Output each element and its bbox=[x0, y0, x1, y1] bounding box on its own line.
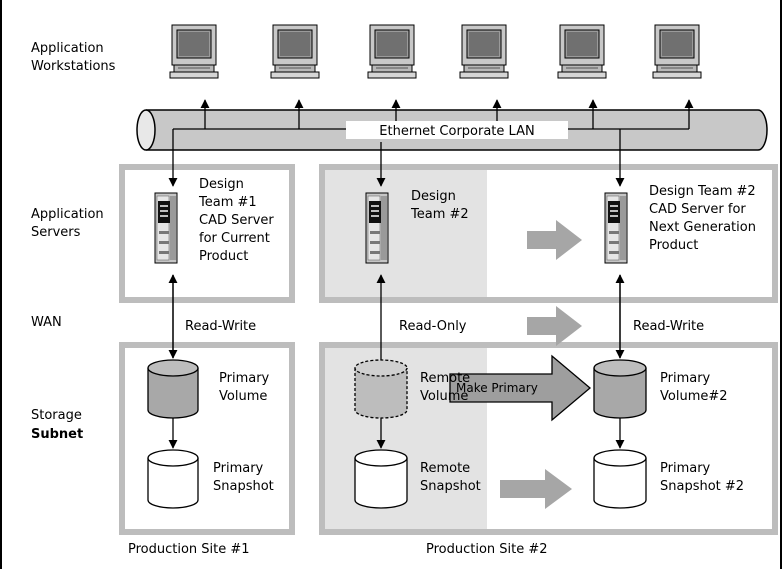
server-tower-icon bbox=[365, 192, 389, 264]
row-label-workstations: Application Workstations bbox=[31, 41, 116, 74]
site2-remote-volume-icon bbox=[354, 359, 408, 419]
site2-server-shaded-panel bbox=[325, 170, 487, 297]
svg-text:Volume: Volume bbox=[219, 389, 267, 404]
site2-remote-snapshot-label: Remote Snapshot bbox=[420, 461, 481, 494]
svg-text:Volume: Volume bbox=[420, 389, 468, 404]
snapshot-migration-arrow-icon bbox=[500, 469, 572, 509]
svg-text:Design Team #2: Design Team #2 bbox=[649, 184, 756, 199]
site1-server-frame bbox=[119, 164, 295, 303]
svg-text:Snapshot: Snapshot bbox=[213, 479, 274, 494]
site1-label: Production Site #1 bbox=[128, 542, 250, 557]
row-label-storage: Storage Subnet bbox=[31, 408, 83, 442]
workstation-monitor-icon bbox=[459, 24, 509, 79]
svg-text:Storage: Storage bbox=[31, 408, 82, 423]
site2-label: Production Site #2 bbox=[426, 542, 548, 557]
site1-snapshot-label: Primary Snapshot bbox=[213, 461, 274, 494]
svg-text:for Current: for Current bbox=[199, 231, 270, 246]
site1-primary-volume-icon bbox=[147, 359, 199, 419]
svg-text:Next Generation: Next Generation bbox=[649, 220, 756, 235]
svg-text:Snapshot: Snapshot bbox=[420, 479, 481, 494]
svg-text:Team #1: Team #1 bbox=[198, 195, 257, 210]
site2-snapshot-volume-icon bbox=[593, 449, 647, 509]
svg-text:Primary: Primary bbox=[219, 371, 270, 386]
link-label-site2-left: Read-Only bbox=[399, 319, 467, 334]
svg-text:Application: Application bbox=[31, 41, 104, 56]
site2-remote-snapshot-icon bbox=[354, 449, 408, 509]
svg-text:Design: Design bbox=[411, 189, 456, 204]
server-tower-icon bbox=[154, 192, 178, 264]
wan-migration-arrow-icon bbox=[527, 306, 582, 346]
svg-text:CAD Server for: CAD Server for bbox=[649, 202, 746, 217]
link-label-site2-right: Read-Write bbox=[633, 319, 704, 334]
svg-text:Primary: Primary bbox=[213, 461, 264, 476]
workstation-monitor-icon bbox=[652, 24, 702, 79]
svg-text:Product: Product bbox=[199, 249, 248, 264]
workstation-monitor-icon bbox=[169, 24, 219, 79]
site2-primary-volume-label: Primary Volume#2 bbox=[660, 371, 728, 404]
make-primary-label: Make Primary bbox=[456, 381, 538, 395]
svg-text:Primary: Primary bbox=[660, 371, 711, 386]
svg-text:Servers: Servers bbox=[31, 225, 81, 240]
lan-label: Ethernet Corporate LAN bbox=[379, 124, 534, 139]
svg-text:Application: Application bbox=[31, 207, 104, 222]
svg-text:Team #2: Team #2 bbox=[410, 207, 469, 222]
site2-snapshot-label: Primary Snapshot #2 bbox=[660, 461, 744, 494]
workstation-monitor-icon bbox=[557, 24, 607, 79]
link-label-site1: Read-Write bbox=[185, 319, 256, 334]
site2-remote-volume-label: Remote Volume bbox=[420, 371, 470, 404]
svg-text:Snapshot #2: Snapshot #2 bbox=[660, 479, 744, 494]
server-storage-links bbox=[168, 274, 625, 449]
server2-label: Design Team #2 bbox=[410, 189, 469, 222]
row-label-servers: Application Servers bbox=[31, 207, 104, 240]
make-primary-arrow bbox=[449, 354, 592, 422]
site2-primary-volume-icon bbox=[593, 359, 647, 419]
workstation-monitor-icon bbox=[270, 24, 320, 79]
server-migration-arrow-icon bbox=[527, 220, 582, 260]
site1-primary-volume-label: Primary Volume bbox=[219, 371, 270, 404]
site1-snapshot-volume-icon bbox=[147, 449, 199, 509]
svg-text:CAD Server: CAD Server bbox=[199, 213, 274, 228]
svg-text:Remote: Remote bbox=[420, 371, 470, 386]
svg-text:Volume#2: Volume#2 bbox=[660, 389, 728, 404]
server1-label: Design Team #1 CAD Server for Current Pr… bbox=[198, 177, 274, 264]
server-tower-icon bbox=[604, 192, 628, 264]
svg-text:Product: Product bbox=[649, 238, 698, 253]
row-label-wan: WAN bbox=[31, 315, 62, 330]
svg-text:Primary: Primary bbox=[660, 461, 711, 476]
svg-text:Subnet: Subnet bbox=[31, 427, 83, 442]
svg-text:Workstations: Workstations bbox=[31, 59, 116, 74]
svg-text:Remote: Remote bbox=[420, 461, 470, 476]
workstation-monitor-icon bbox=[367, 24, 417, 79]
server3-label: Design Team #2 CAD Server for Next Gener… bbox=[649, 184, 756, 253]
svg-text:Design: Design bbox=[199, 177, 244, 192]
